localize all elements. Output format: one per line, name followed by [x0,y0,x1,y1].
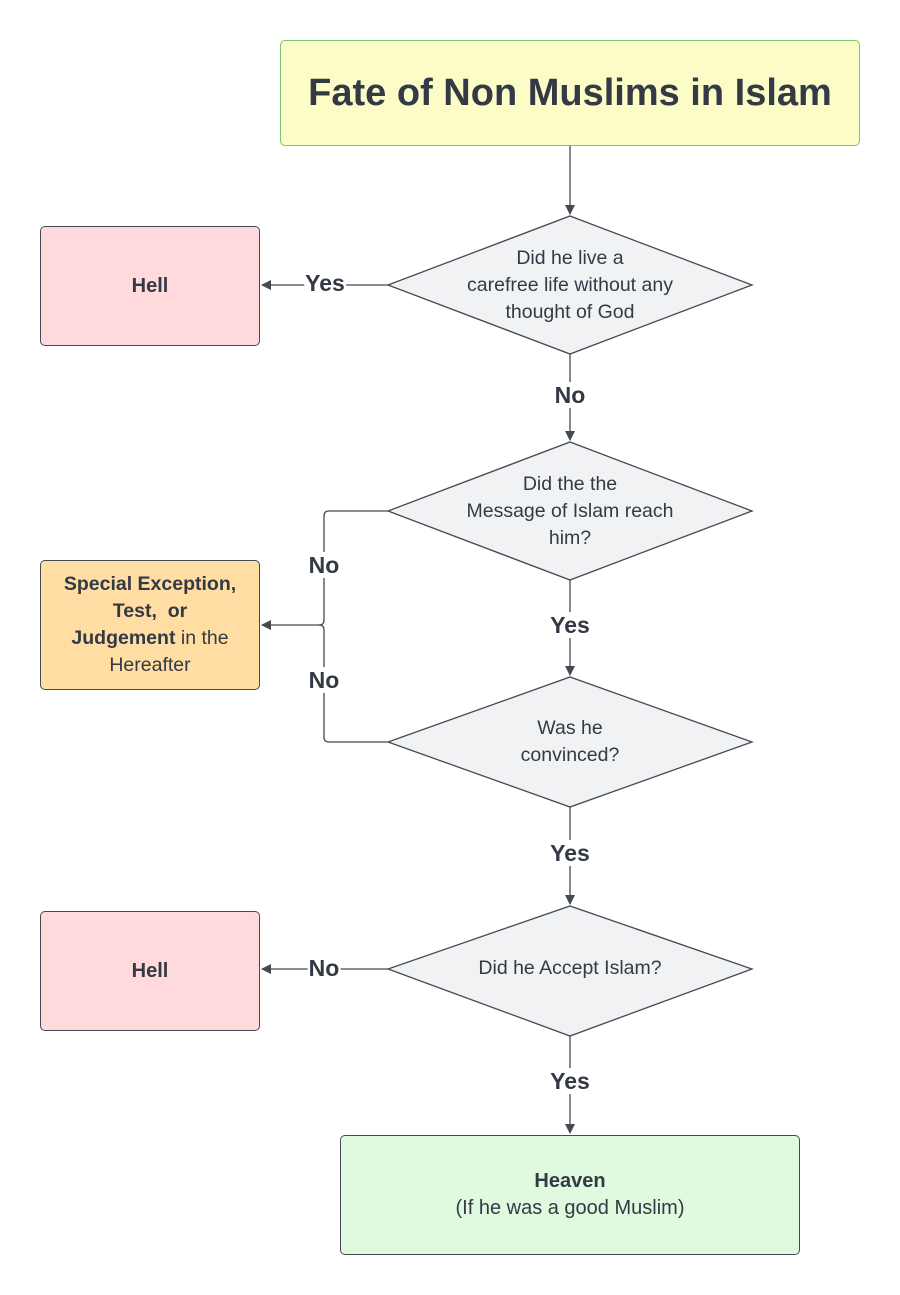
outcome-hell-bottom-label: Hell [131,959,169,982]
label-accept-yes: Yes [549,1068,591,1094]
decision-convinced-line1: Was he [537,717,603,739]
decision-message: Did the the Message of Islam reach him? [430,466,710,556]
edge-convinced-to-special [318,624,388,743]
outcome-hell-top: Hell [40,226,260,346]
decision-carefree-line3: thought of God [505,300,635,323]
special-line3: Judgement in the [71,625,228,652]
decision-carefree: Did he live a carefree life without any … [430,240,710,330]
special-line3-rest: in the [175,627,229,649]
label-convinced-no: No [307,667,341,693]
special-line2: Test, or [112,600,188,622]
label-accept-no: No [307,955,341,981]
label-message-no: No [307,552,341,578]
decision-accept-text: Did he Accept Islam? [478,956,662,979]
special-line1: Special Exception, [63,573,237,595]
decision-carefree-line2: carefree life without any [467,273,673,296]
outcome-special-exception: Special Exception, Test, or Judgement in… [40,560,260,690]
special-line3-bold: Judgement [71,627,176,649]
label-convinced-yes: Yes [549,840,591,866]
label-carefree-no: No [553,382,587,408]
decision-carefree-line1: Did he live a [516,246,624,269]
decision-convinced-line2: convinced? [520,744,620,766]
label-carefree-yes: Yes [304,270,346,296]
title-box: Fate of Non Muslims in Islam [280,40,860,146]
outcome-heaven: Heaven (If he was a good Muslim) [340,1135,800,1255]
special-line4: Hereafter [109,654,191,676]
label-message-yes: Yes [549,612,591,638]
decision-accept: Did he Accept Islam? [430,950,710,986]
decision-message-line1: Did the the [522,472,618,495]
outcome-hell-top-label: Hell [131,274,169,297]
decision-message-line3: him? [548,526,592,549]
decision-convinced: Was he convinced? [450,710,690,774]
outcome-hell-bottom: Hell [40,911,260,1031]
heaven-title: Heaven [534,1170,606,1192]
heaven-note: (If he was a good Muslim) [455,1197,685,1219]
diagram-title: Fate of Non Muslims in Islam [308,71,832,114]
decision-message-line2: Message of Islam reach [466,499,674,522]
